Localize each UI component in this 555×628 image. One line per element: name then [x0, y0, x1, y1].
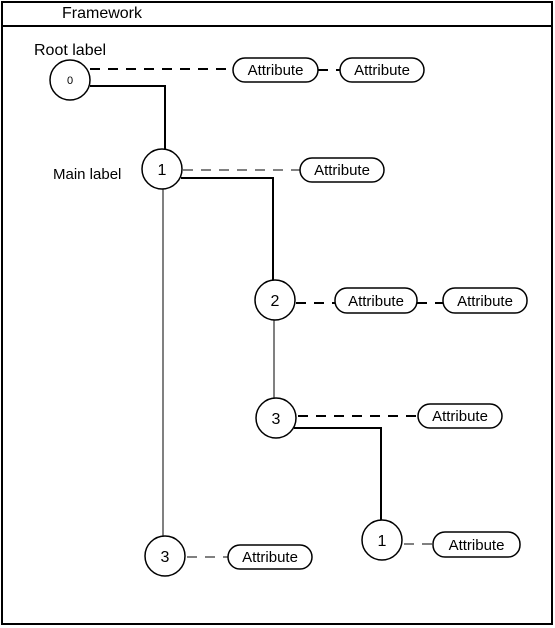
root-label: Root label	[34, 42, 106, 59]
edge-0-1	[90, 85, 166, 150]
attribute-pill-3-bottom-label: Attribute	[242, 549, 298, 566]
attribute-links	[90, 68, 443, 558]
attribute-pill-1-bottom-shape	[432, 531, 521, 558]
node-3-bottom-circle	[144, 535, 186, 577]
node-1-bottom: 1	[361, 519, 403, 561]
node-3: 3	[255, 397, 297, 439]
node-1-bottom-circle	[361, 519, 403, 561]
node-2-label: 2	[271, 293, 280, 310]
main-label: Main label	[53, 166, 121, 183]
frame-title: Framework	[62, 5, 143, 22]
node-2: 2	[254, 279, 296, 321]
node-1-circle	[141, 148, 183, 190]
attribute-pill-2a: Attribute	[334, 287, 418, 314]
attribute-pill-2b-label: Attribute	[457, 293, 513, 310]
attribute-pill-0a-label: Attribute	[248, 62, 304, 79]
attribute-pill-2b-shape	[442, 287, 528, 314]
attribute-pill-2a-shape	[334, 287, 418, 314]
node-0-circle	[49, 59, 91, 101]
attribute-pill-1: Attribute	[299, 157, 385, 183]
node-3-bottom-label: 3	[161, 549, 170, 566]
node-0: 0	[49, 59, 91, 101]
attribute-pill-1-bottom-label: Attribute	[449, 537, 505, 554]
attribute-pill-3-shape	[417, 403, 503, 429]
node-2-circle	[254, 279, 296, 321]
attribute-pill-3-label: Attribute	[432, 408, 488, 425]
node-3-bottom: 3	[144, 535, 186, 577]
edge-1-2	[181, 177, 274, 280]
attribute-pill-0a-shape	[232, 57, 319, 83]
node-3-circle	[255, 397, 297, 439]
tree-edges	[90, 85, 382, 536]
node-1-label: 1	[158, 162, 167, 179]
attribute-pill-3: Attribute	[417, 403, 503, 429]
attribute-pill-0b-label: Attribute	[354, 62, 410, 79]
node-3-label: 3	[272, 411, 281, 428]
attribute-pill-0b-shape	[339, 57, 425, 83]
attribute-pill-3-bottom: Attribute	[227, 544, 313, 570]
node-1: 1	[141, 148, 183, 190]
attribute-pill-0b: Attribute	[339, 57, 425, 83]
attribute-pill-0a: Attribute	[232, 57, 319, 83]
attribute-pill-1-bottom: Attribute	[432, 531, 521, 558]
attribute-pill-1-label: Attribute	[314, 162, 370, 179]
edge-3-1	[294, 427, 382, 520]
attribute-pill-2a-label: Attribute	[348, 293, 404, 310]
node-1-bottom-label: 1	[378, 533, 387, 550]
attribute-pill-1-shape	[299, 157, 385, 183]
attribute-pill-3-bottom-shape	[227, 544, 313, 570]
attribute-pill-2b: Attribute	[442, 287, 528, 314]
node-0-label: 0	[67, 75, 73, 87]
